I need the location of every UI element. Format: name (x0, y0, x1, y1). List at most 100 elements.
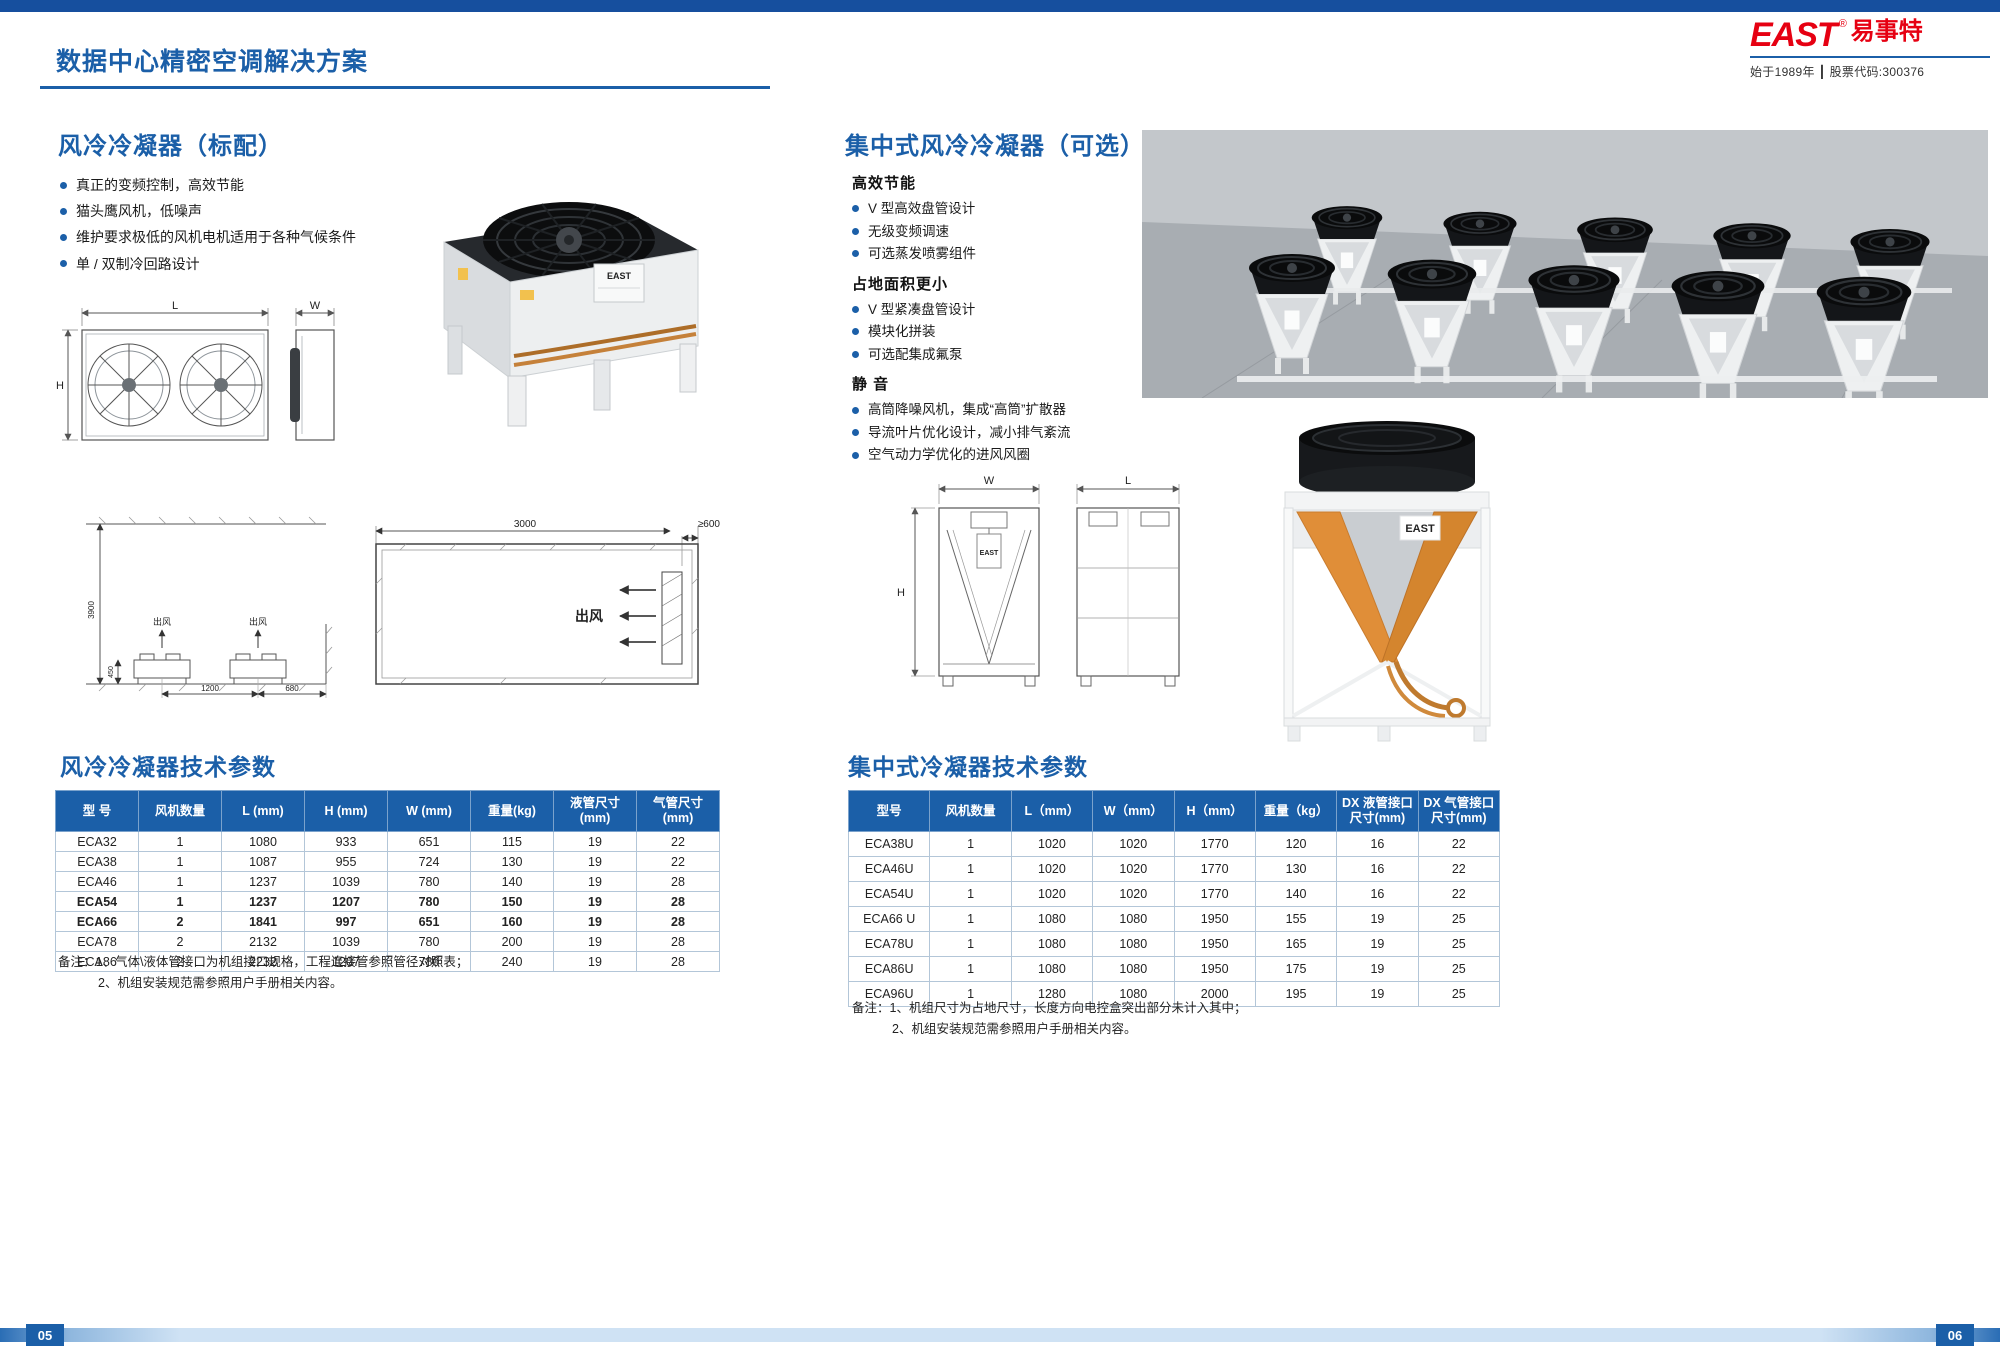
feature-group-heading: 高效节能 (852, 175, 917, 192)
air-out-label: 出风 (153, 616, 171, 627)
feature-group-list: V 型高效盘管设计无级变频调速可选蒸发喷雾组件 (852, 200, 1144, 263)
table-cell: 955 (304, 851, 388, 872)
dim-wall-gap: 680 (285, 684, 299, 693)
condenser-photo-drawing: EAST (443, 202, 699, 427)
table-cell: 1237 (221, 891, 305, 912)
column-header: 型号 (847, 790, 931, 832)
east-logo-chinese: 易事特 (1850, 19, 1923, 45)
table-cell: 28 (636, 871, 720, 892)
table-cell: 1950 (1173, 956, 1256, 982)
feature-item: 维护要求极低的风机电机适用于各种气候条件 (60, 228, 356, 246)
column-header: 气管尺寸(mm) (636, 790, 720, 832)
feature-item: V 型高效盘管设计 (852, 200, 1144, 218)
right-table-title: 集中式冷凝器技术参数 (848, 754, 1088, 780)
coil-right (1381, 511, 1478, 663)
feature-text: 猫头鹰风机，低噪声 (76, 203, 202, 220)
footer-band (0, 1328, 2000, 1342)
table-cell: 22 (1417, 856, 1501, 882)
bullet-icon (852, 250, 859, 258)
table-cell: 1 (929, 981, 1012, 1007)
page-number-right: 06 (1936, 1324, 1974, 1346)
table-cell: 28 (636, 891, 720, 912)
table-cell: 1950 (1173, 906, 1256, 932)
control-box (593, 263, 645, 303)
table-cell: 1080 (1092, 981, 1175, 1007)
table-cell: 22 (1417, 881, 1501, 907)
table-cell: 19 (1336, 956, 1419, 982)
table-cell: 19 (553, 871, 637, 892)
dimension-drawing-centralized-svg: EAST W L H (897, 475, 1180, 687)
table-cell: 165 (1254, 931, 1338, 957)
table-cell: 933 (304, 831, 388, 852)
brand-tagline: 始于1989年 ┃ 股票代码:300376 (1750, 65, 1925, 79)
table-cell: 19 (1336, 981, 1419, 1007)
note-line: 2、机组安装规范需参照用户手册相关内容。 (98, 975, 343, 990)
dim-label-H: H (897, 587, 905, 599)
table-cell: 2232 (221, 951, 305, 972)
table-cell: ECA46 (55, 871, 139, 892)
condenser-array-photo (1142, 130, 1988, 398)
registered-mark-icon: ® (1838, 18, 1847, 30)
table-cell: 1020 (1092, 831, 1175, 857)
feature-group-heading: 占地面积更小 (852, 275, 949, 293)
left-feature-list: 真正的变频控制，高效节能猫头鹰风机，低噪声维护要求极低的风机电机适用于各种气候条… (60, 176, 356, 281)
table-cell: 19 (553, 831, 637, 852)
feature-item: 猫头鹰风机，低噪声 (60, 202, 356, 220)
table-cell: 16 (1336, 881, 1419, 907)
column-header: 重量（kg） (1254, 790, 1338, 832)
table-cell: 997 (304, 911, 388, 932)
table-cell: 1207 (304, 891, 388, 912)
table-cell: 16 (1336, 831, 1419, 857)
table-cell: 25 (1417, 906, 1501, 932)
table-cell: 28 (636, 931, 720, 952)
feature-item: 导流叶片优化设计，减小排气紊流 (852, 424, 1144, 442)
table-cell: 1 (929, 956, 1012, 982)
table-cell: 25 (1417, 931, 1501, 957)
bullet-icon (852, 451, 859, 459)
table-cell: 1 (138, 831, 222, 852)
table-cell: 1080 (221, 831, 305, 852)
vtype-condenser-photo: EAST (1250, 410, 1524, 745)
document-title: 数据中心精密空调解决方案 (56, 48, 369, 76)
table-cell: ECA86 (55, 951, 139, 972)
table-cell: 200 (470, 931, 554, 952)
bullet-icon (852, 406, 859, 414)
table-cell: 25 (1417, 956, 1501, 982)
top-accent-bar (0, 0, 2000, 12)
bullet-icon (60, 233, 67, 241)
table-cell: 19 (1336, 931, 1419, 957)
air-out-label-large: 出风 (575, 608, 603, 624)
feature-item: 真正的变频控制，高效节能 (60, 176, 356, 194)
feature-item: 无级变频调速 (852, 223, 1144, 241)
table-cell: ECA66 U (847, 906, 931, 932)
feature-item: 高筒降噪风机，集成“高筒”扩散器 (852, 401, 1144, 419)
bullet-icon (852, 305, 859, 313)
dim-unit-gap: 1200 (201, 684, 219, 693)
table-cell: ECA46U (847, 856, 931, 882)
feature-group-heading: 静 音 (852, 376, 890, 394)
column-header: 风机数量 (929, 790, 1012, 832)
table-cell: 2000 (1173, 981, 1256, 1007)
note-line: 2、机组安装规范需参照用户手册相关内容。 (892, 1021, 1137, 1036)
column-header: W（mm） (1092, 790, 1175, 832)
feature-item: 空气动力学优化的进风风圈 (852, 446, 1144, 464)
table-cell: 22 (636, 851, 720, 872)
table-cell: ECA78U (847, 931, 931, 957)
bullet-icon (60, 207, 67, 215)
table-cell: 1080 (1092, 906, 1175, 932)
column-header: W (mm) (387, 790, 471, 832)
table-cell: 160 (470, 911, 554, 932)
feature-text: 导流叶片优化设计，减小排气紊流 (868, 424, 1071, 440)
feature-text: 模块化拼装 (868, 324, 936, 340)
table-cell: 19 (553, 851, 637, 872)
